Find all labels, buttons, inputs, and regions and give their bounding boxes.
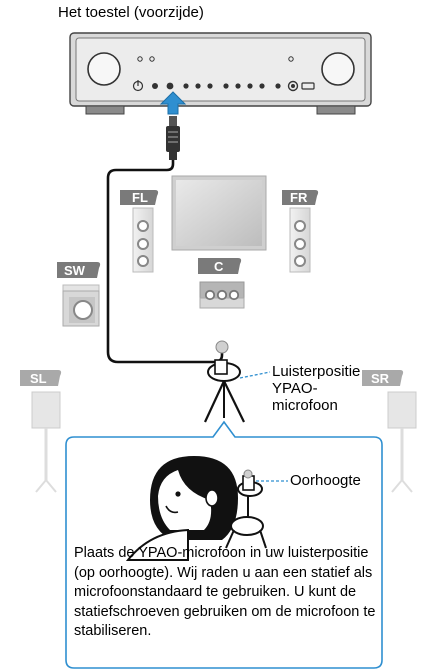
ypao-mic-label-line2: microfoon [272, 397, 338, 414]
listening-position-label: Luisterpositie [272, 363, 361, 380]
speaker-fl: FL [120, 190, 159, 273]
listener-illustration [125, 456, 238, 561]
speaker-sr: SR [362, 370, 417, 493]
connect-arrow-icon [159, 91, 187, 115]
speaker-fr: FR [282, 190, 319, 273]
speaker-c: C [198, 258, 245, 309]
ear-height-label: Oorhoogte [290, 472, 361, 489]
instruction-text: Plaats de YPAO-microfoon in uw luisterpo… [74, 545, 376, 639]
speaker-sl-label: SL [30, 371, 47, 386]
microphone-plug [166, 116, 180, 160]
speaker-fr-label: FR [290, 190, 308, 205]
speaker-sw: SW [57, 262, 101, 327]
tv-screen [171, 175, 267, 251]
ypao-microphone-tripod [204, 340, 245, 423]
receiver-front-panel [69, 32, 372, 115]
ypao-mic-label-line1: YPAO- [272, 380, 318, 397]
ear-level-microphone [225, 469, 267, 549]
speaker-sr-label: SR [371, 371, 390, 386]
speaker-c-label: C [214, 259, 224, 274]
callout-bubble [65, 420, 383, 669]
speaker-sl: SL [20, 370, 62, 493]
speaker-sw-label: SW [64, 263, 86, 278]
speaker-fl-label: FL [132, 190, 148, 205]
device-title: Het toestel (voorzijde) [58, 4, 204, 21]
